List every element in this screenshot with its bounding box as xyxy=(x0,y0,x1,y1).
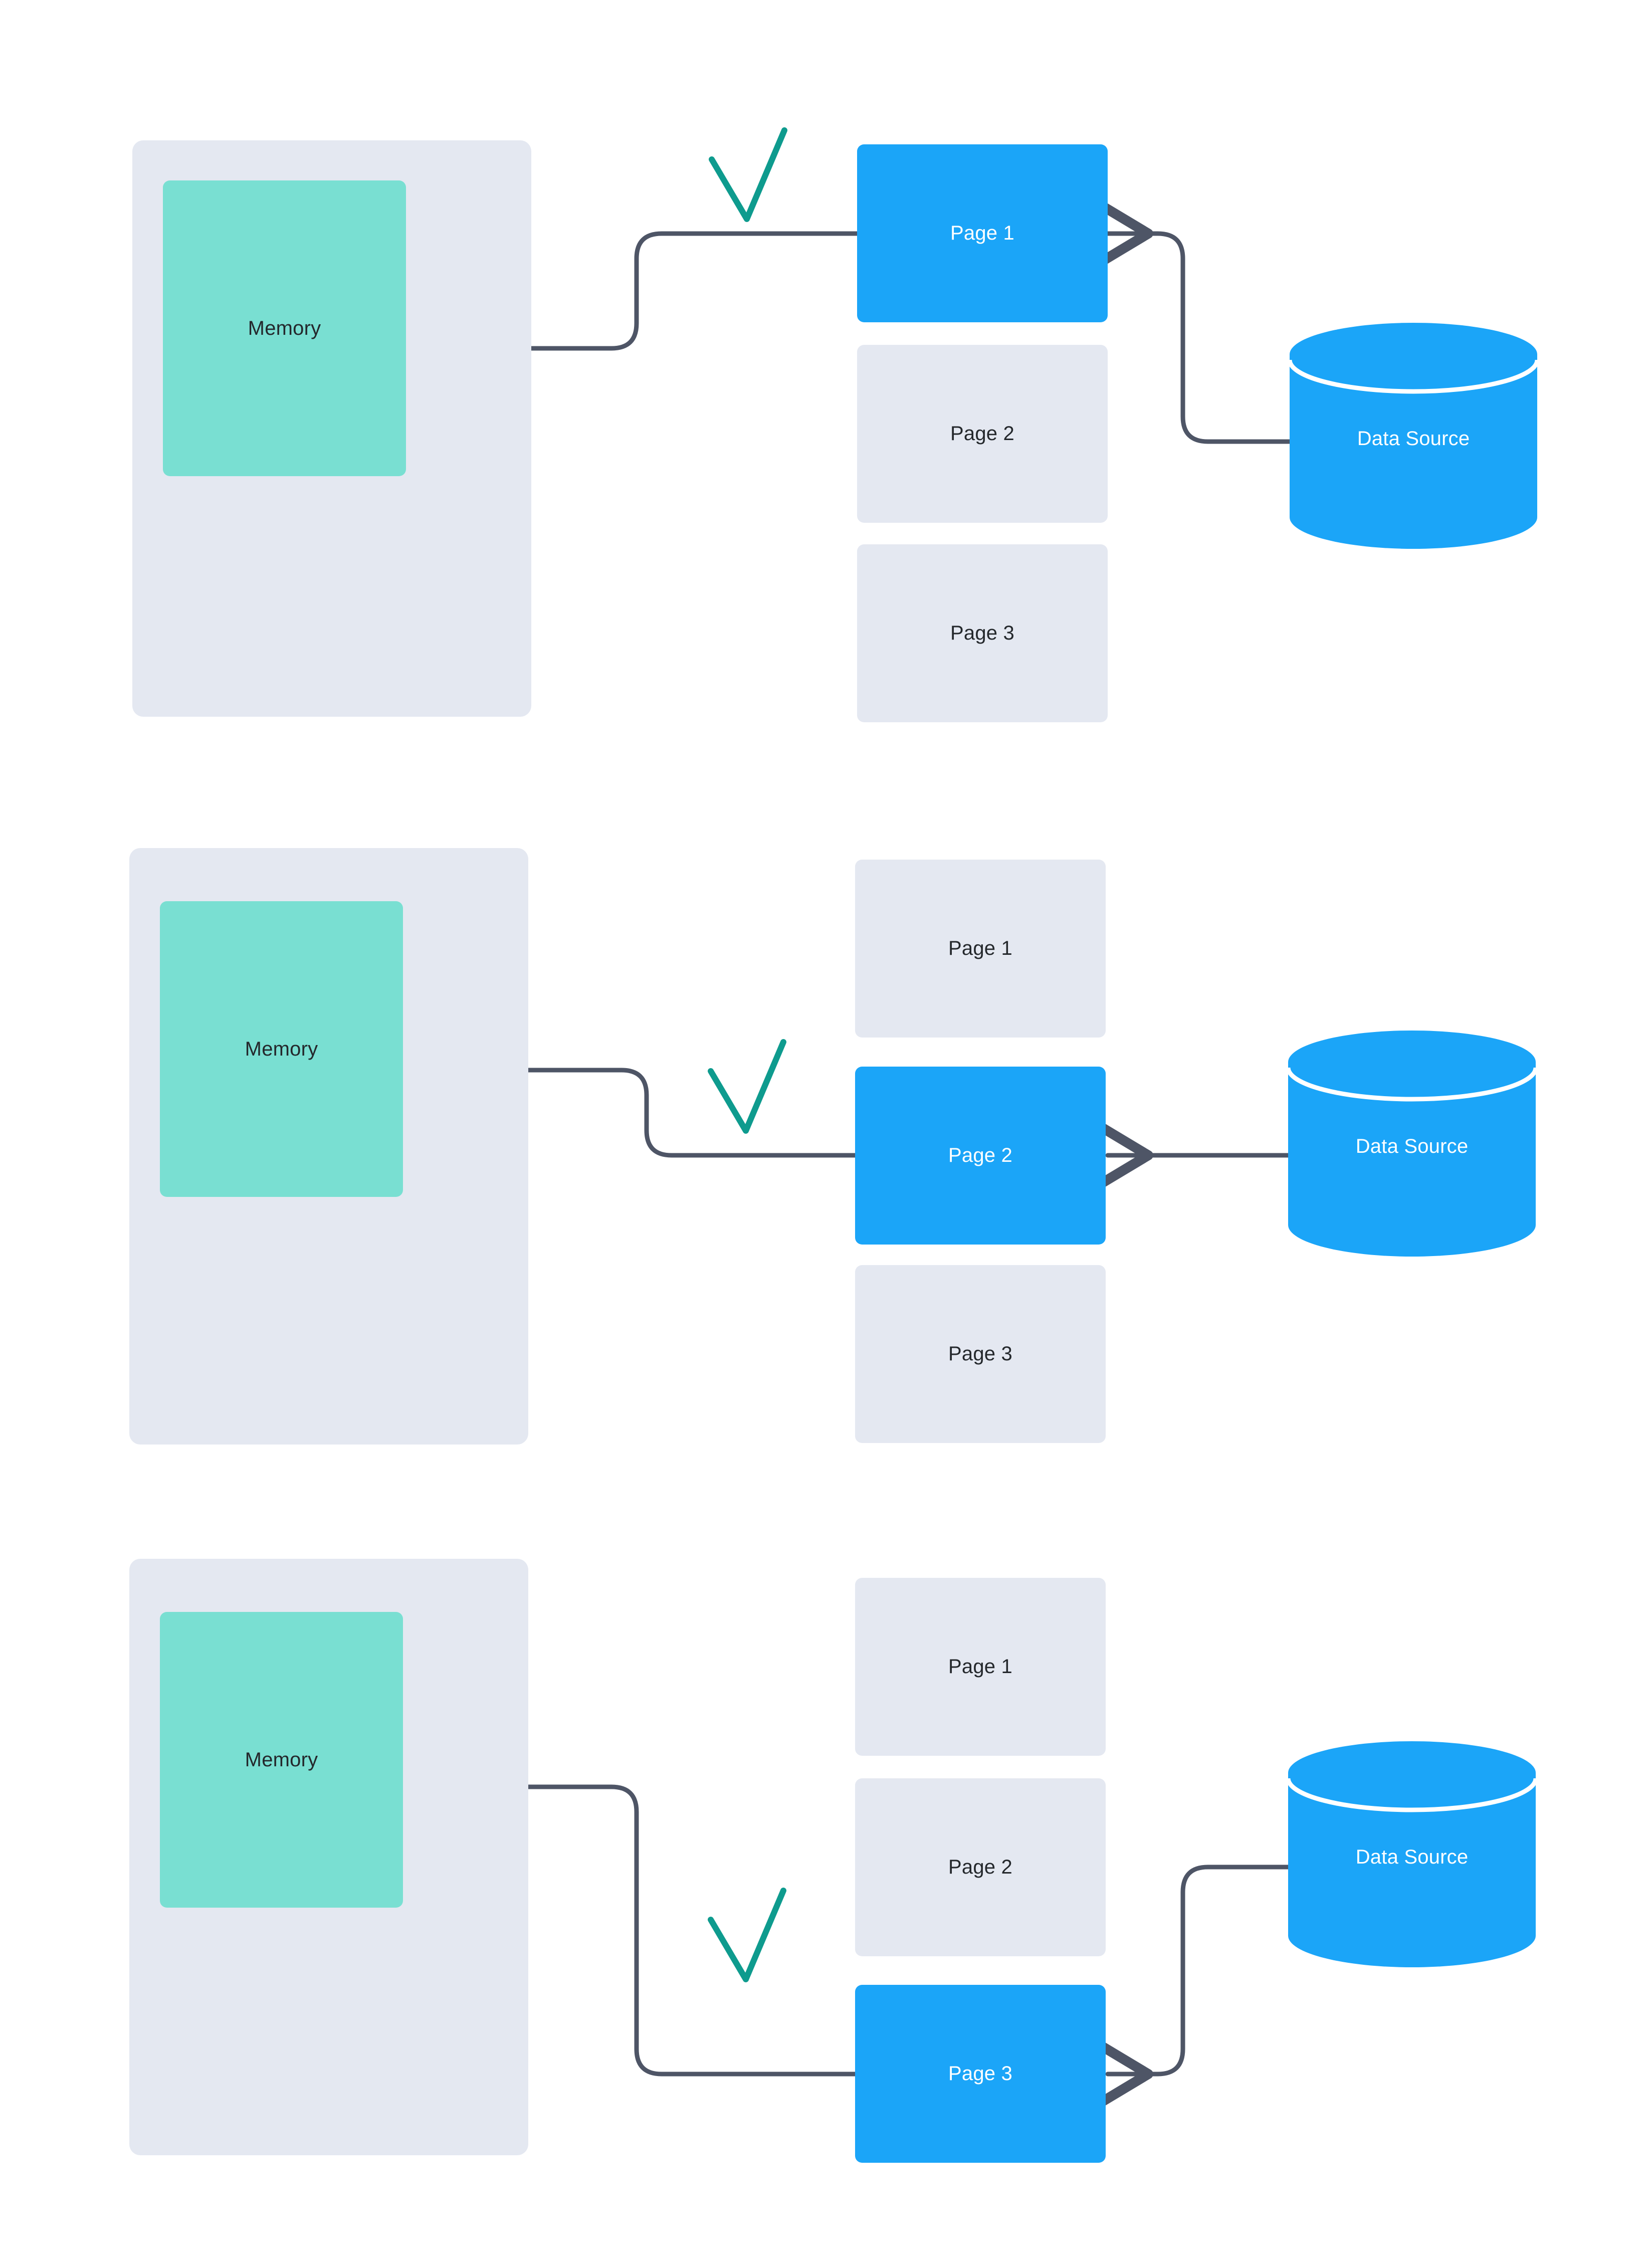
page-label-2-1: Page 1 xyxy=(948,937,1012,959)
loaded-check-icon-3 xyxy=(708,1888,786,1982)
memory-box-1[interactable]: Memory xyxy=(163,180,406,476)
page-box-3-2[interactable]: Page 2 xyxy=(855,1778,1106,1956)
memory-label-1: Memory xyxy=(248,317,321,339)
page-box-3-3[interactable]: Page 3 xyxy=(855,1985,1106,2163)
page-label-3-2: Page 2 xyxy=(948,1856,1012,1878)
data-source-1[interactable]: Data Source xyxy=(1290,321,1537,551)
loaded-check-icon-2 xyxy=(708,1039,786,1134)
memory-label-2: Memory xyxy=(245,1038,318,1060)
memory-box-3[interactable]: Memory xyxy=(160,1612,403,1908)
memory-container-2: Memory xyxy=(129,848,528,1445)
page-box-2-3[interactable]: Page 3 xyxy=(855,1265,1106,1443)
memory-label-3: Memory xyxy=(245,1748,318,1771)
page-label-1-1: Page 1 xyxy=(950,222,1014,244)
page-box-1-3[interactable]: Page 3 xyxy=(857,544,1108,722)
data-source-label-2: Data Source xyxy=(1355,1135,1469,1157)
page-box-2-1[interactable]: Page 1 xyxy=(855,860,1106,1038)
page-label-1-3: Page 3 xyxy=(950,622,1014,644)
data-source-2[interactable]: Data Source xyxy=(1288,1029,1536,1259)
page-box-3-1[interactable]: Page 1 xyxy=(855,1578,1106,1756)
connector-datasource-to-page3 xyxy=(1108,1865,1291,2074)
connector-datasource-to-page1 xyxy=(1108,234,1292,444)
page-box-1-2[interactable]: Page 2 xyxy=(857,345,1108,523)
memory-box-2[interactable]: Memory xyxy=(160,901,403,1197)
data-source-label-1: Data Source xyxy=(1357,428,1470,450)
page-label-2-2: Page 2 xyxy=(948,1144,1012,1166)
loaded-check-icon-1 xyxy=(709,127,787,222)
data-source-3[interactable]: Data Source xyxy=(1288,1739,1536,1970)
page-label-1-2: Page 2 xyxy=(950,423,1014,445)
page-label-3-1: Page 1 xyxy=(948,1656,1012,1678)
memory-container-1: Memory xyxy=(132,140,531,717)
page-box-2-2[interactable]: Page 2 xyxy=(855,1067,1106,1245)
memory-container-3: Memory xyxy=(129,1559,528,2155)
page-label-2-3: Page 3 xyxy=(948,1343,1012,1365)
page-box-1-1[interactable]: Page 1 xyxy=(857,144,1108,322)
page-label-3-3: Page 3 xyxy=(948,2063,1012,2085)
data-source-label-3: Data Source xyxy=(1355,1846,1469,1868)
